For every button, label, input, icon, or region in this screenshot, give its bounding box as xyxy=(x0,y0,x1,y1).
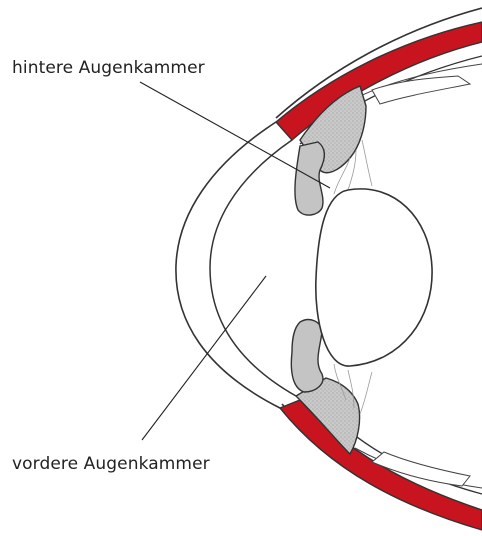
cornea-outer xyxy=(176,122,280,408)
leader-line-anterior xyxy=(142,276,266,440)
iris-bottom xyxy=(291,320,323,392)
label-posterior-chamber: hintere Augenkammer xyxy=(12,58,205,78)
label-anterior-chamber: vordere Augenkammer xyxy=(12,454,210,474)
ora-detail-top xyxy=(372,76,470,104)
cornea-inner xyxy=(210,140,296,396)
iris-top xyxy=(295,142,324,215)
lens xyxy=(316,189,432,366)
leader-line-posterior xyxy=(140,82,330,188)
